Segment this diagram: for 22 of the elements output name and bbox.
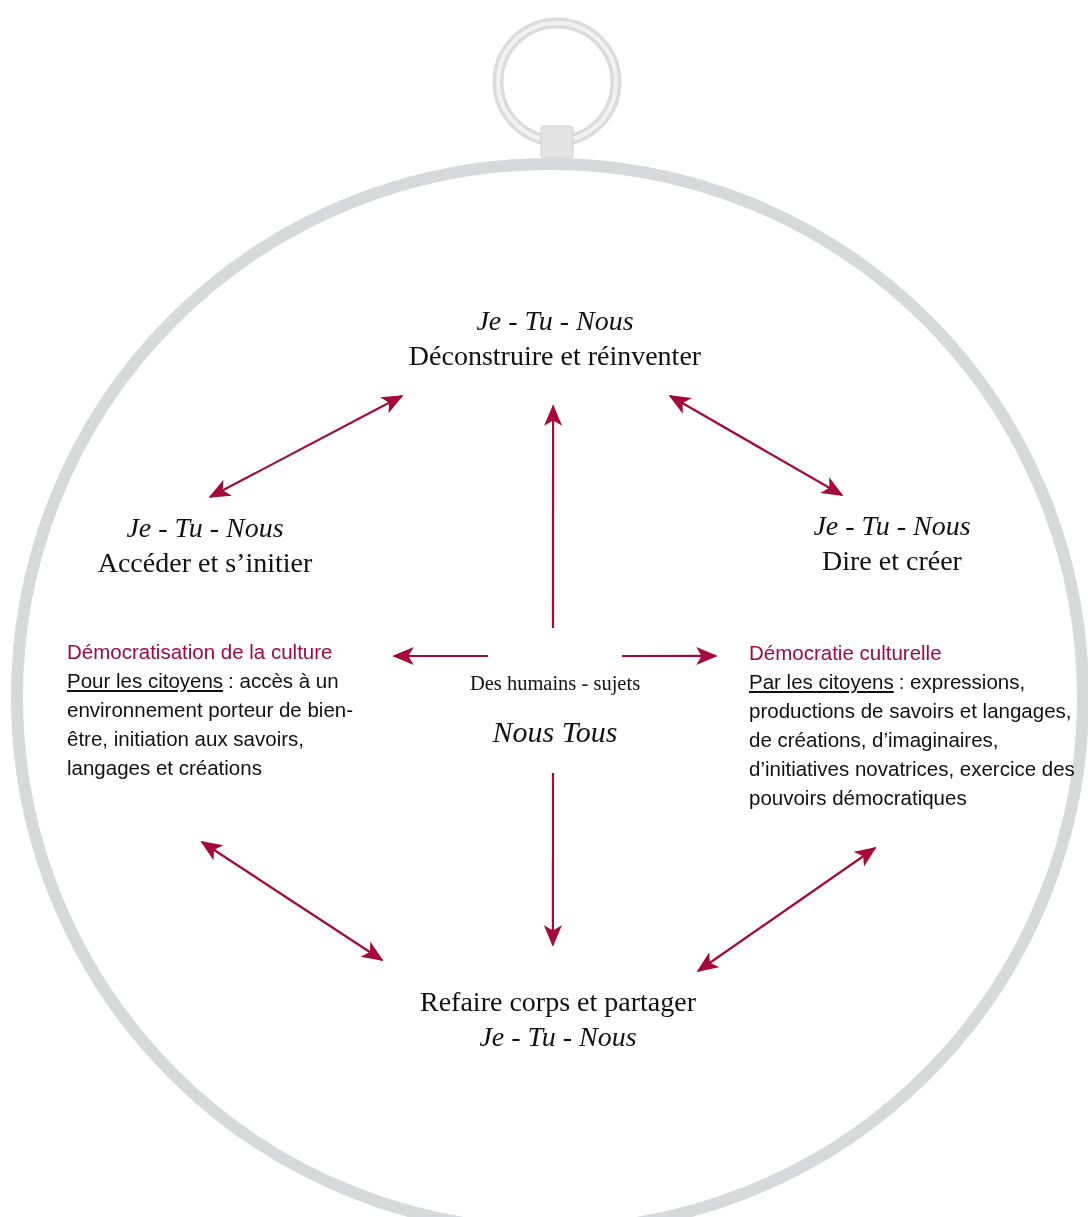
arrow xyxy=(208,395,404,498)
arrow xyxy=(668,395,844,496)
arrow xyxy=(543,773,562,947)
node-text: Je - Tu - Nous xyxy=(478,1020,638,1054)
section-heading: Démocratisation de la culture xyxy=(67,639,334,665)
section-heading: Démocratie culturelle xyxy=(749,640,943,666)
arrow xyxy=(696,846,877,973)
node-text: Déconstruire et réinventer xyxy=(407,339,703,373)
arrow xyxy=(622,646,718,665)
description-text: Pour les citoyens : accès à un environnement porteur de bien-être, initiation aux savoirs, langages et créations xyxy=(67,668,355,781)
node-heading: Je - Tu - Nous xyxy=(475,304,635,338)
arrow xyxy=(544,404,563,628)
node-heading: Refaire corps et partager xyxy=(419,985,697,1019)
description-text: Par les citoyens : expressions, productions de savoirs et langages, de créations, d’imaginaires, d’initiatives novatrices, exercice des pouvoirs démocratiques xyxy=(749,669,1076,811)
node-text: Nous Tous xyxy=(491,714,619,750)
arrow xyxy=(392,647,488,665)
node-heading: Je - Tu - Nous xyxy=(812,509,972,543)
node-heading: Je - Tu - Nous xyxy=(125,511,285,545)
arrow xyxy=(200,841,384,961)
node-text: Dire et créer xyxy=(821,544,963,578)
node-heading: Des humains - sujets xyxy=(468,671,642,697)
node-text: Accéder et s’initier xyxy=(96,546,314,580)
